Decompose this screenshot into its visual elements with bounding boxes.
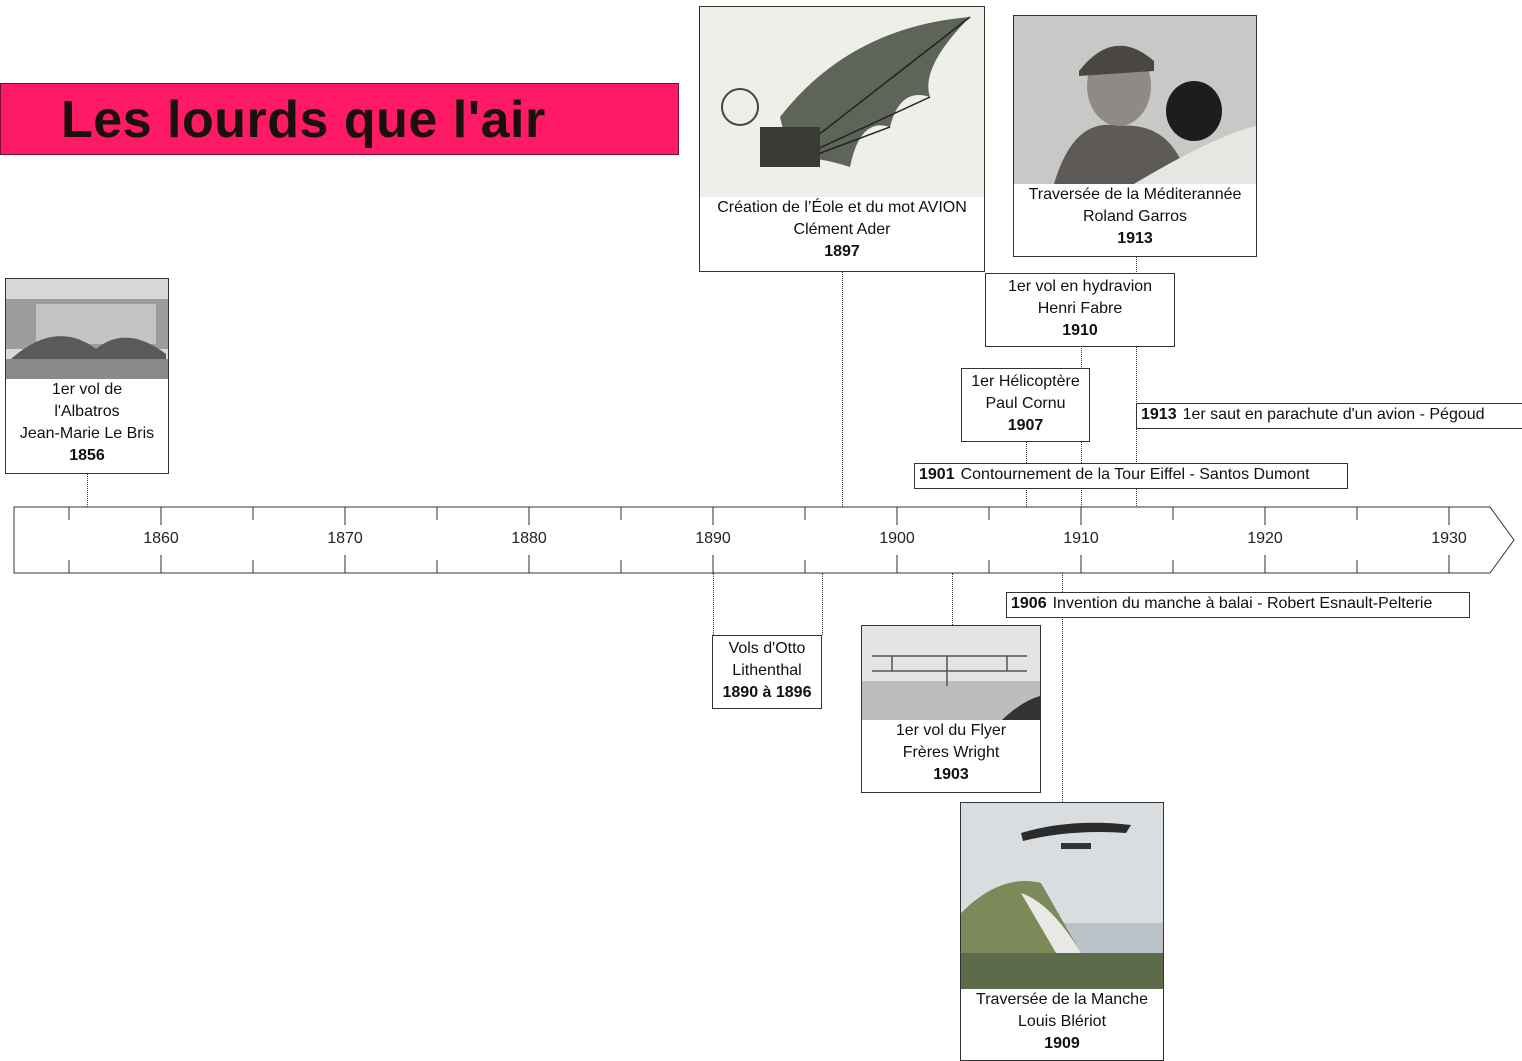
year-label: 1890 à 1896 [722, 684, 812, 701]
connector-1890 [713, 573, 714, 635]
year-label: 1907 [1007, 417, 1044, 434]
connector-1856 [87, 473, 88, 507]
title-banner: Les lourds que l'air [0, 83, 679, 155]
year-label: 1903 [933, 766, 969, 783]
tick-label-1910: 1910 [1063, 530, 1099, 547]
tick-label-1920: 1920 [1247, 530, 1283, 547]
year-label: 1909 [1044, 1035, 1080, 1052]
tick-label-1870: 1870 [327, 530, 363, 547]
tick-label-1880: 1880 [511, 530, 547, 547]
garros-photo [1014, 16, 1256, 184]
tick-label-1860: 1860 [143, 530, 179, 547]
event-albatros: 1er vol de l'Albatros Jean-Marie Le Bris… [5, 278, 169, 474]
tick-label-1930: 1930 [1431, 530, 1467, 547]
bleriot-photo [961, 803, 1163, 989]
wright-photo [862, 626, 1040, 720]
event-fabre: 1er vol en hydravion Henri Fabre 1910 [985, 273, 1175, 347]
event-wright: 1er vol du Flyer Frères Wright 1903 [861, 625, 1041, 793]
event-lilienthal: Vols d'Otto Lithenthal 1890 à 1896 [712, 635, 822, 709]
event-bleriot: Traversée de la Manche Louis Blériot 190… [960, 802, 1164, 1061]
year-label: 1901 [919, 466, 955, 483]
event-eole: Création de l’Éole et du mot AVION Cléme… [699, 6, 985, 272]
year-label: 1906 [1011, 595, 1047, 612]
page-title: Les lourds que l'air [61, 91, 546, 149]
year-label: 1910 [1062, 322, 1098, 339]
year-label: 1856 [69, 447, 105, 464]
connector-1903 [952, 573, 953, 625]
event-cornu: 1er Hélicoptère Paul Cornu 1907 [961, 368, 1090, 442]
connector-1896 [822, 573, 823, 635]
tick-label-1890: 1890 [695, 530, 731, 547]
connector-1913 [1136, 256, 1137, 506]
connector-1897 [842, 271, 843, 507]
event-garros: Traversée de la Méditerannée Roland Garr… [1013, 15, 1257, 257]
eole-photo [700, 7, 984, 197]
year-label: 1897 [824, 243, 860, 260]
year-label: 1913 [1117, 230, 1153, 247]
albatros-photo [6, 279, 168, 379]
year-label: 1913 [1141, 406, 1177, 423]
connector-1909 [1062, 573, 1063, 802]
tick-label-1900: 1900 [879, 530, 915, 547]
